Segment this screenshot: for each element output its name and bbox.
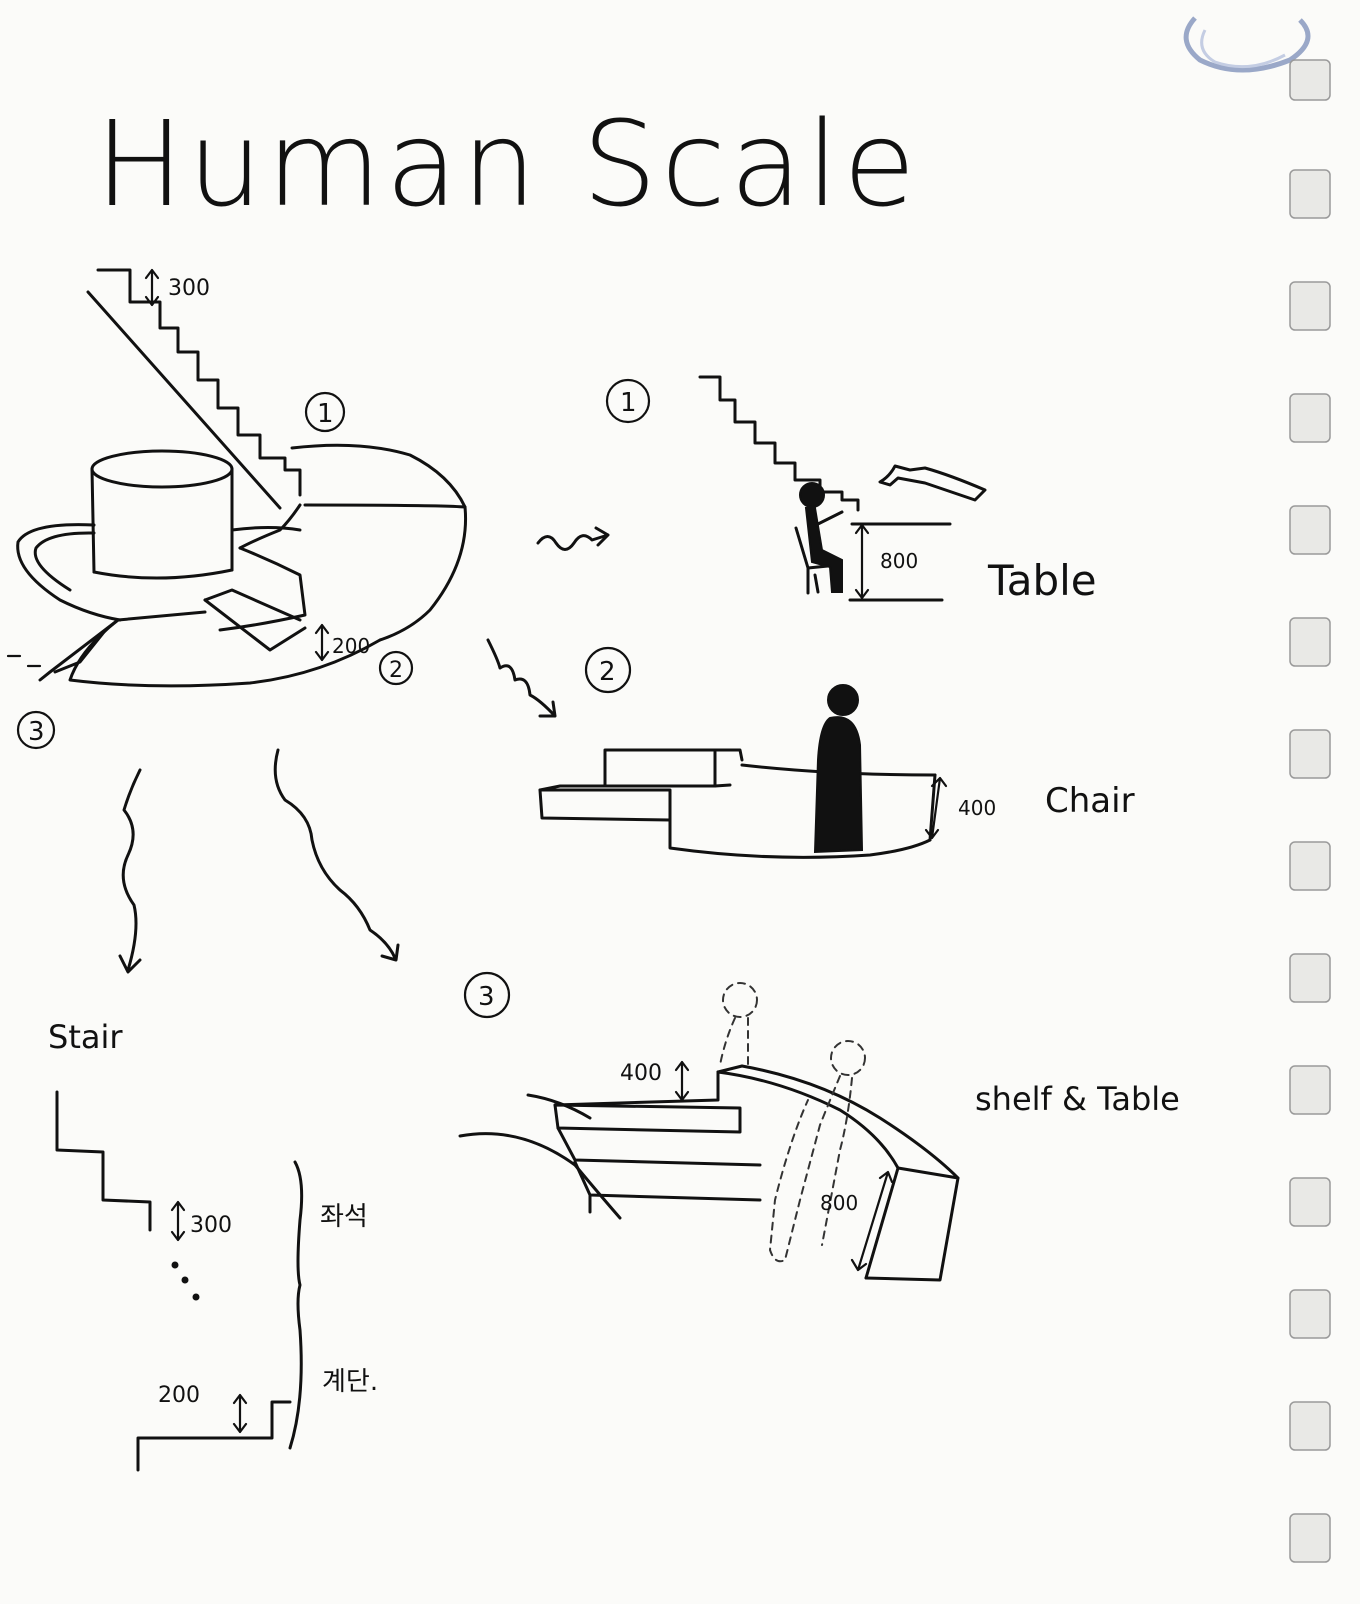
detail-2-label: Chair (1045, 781, 1135, 821)
svg-text:1: 1 (620, 388, 637, 418)
svg-text:1: 1 (317, 399, 334, 429)
detail-2-dimension: 400 (958, 796, 996, 820)
stair-detail: Stair 300 200 좌석 계단. (48, 1018, 378, 1472)
overview-marker-1: 1 (304, 391, 346, 433)
dashed-figure-left (719, 982, 758, 1066)
svg-text:2: 2 (599, 657, 616, 687)
detail-3-label: shelf & Table (975, 1080, 1180, 1118)
stair-label: Stair (48, 1018, 123, 1056)
cylinder-volume (90, 449, 234, 580)
stair-dim-high: 300 (190, 1213, 232, 1238)
ellipsis-dots (171, 1261, 200, 1301)
stair-note-low: 계단. (322, 1367, 378, 1397)
seated-figure (794, 482, 844, 595)
svg-text:3: 3 (28, 717, 45, 747)
detail-3-dimension-a: 400 (620, 1061, 662, 1086)
overview-dim-bottom: 200 (332, 634, 370, 658)
detail-1-marker: 1 (605, 378, 651, 424)
dome-volume (238, 443, 468, 642)
stair-dim-low: 200 (158, 1383, 200, 1408)
detail-chair: 2 400 Chair (538, 646, 1135, 859)
svg-text:2: 2 (389, 658, 403, 683)
detail-shelf-table: 3 400 800 shelf & Table (458, 971, 1180, 1282)
overview-marker-3: 3 (16, 710, 56, 750)
dashed-figure-right (768, 1040, 866, 1263)
detail-table: 1 800 Table (605, 375, 1097, 605)
svg-text:3: 3 (478, 982, 495, 1012)
spiral-binding (1183, 16, 1331, 1563)
detail-3-dimension-b: 800 (820, 1191, 858, 1215)
squiggle-arrows (118, 526, 610, 974)
page-title: Human Scale (95, 95, 920, 233)
dim-arrow-300 (144, 268, 160, 307)
overview-marker-2: 2 (378, 650, 414, 686)
stair-note-high: 좌석 (320, 1202, 368, 1232)
detail-1-dimension: 800 (880, 549, 918, 573)
overview-sketch: 300 200 (6, 268, 468, 750)
detail-3-marker: 3 (463, 971, 511, 1019)
dim-arrow-200 (314, 623, 330, 662)
standing-figure (813, 684, 864, 854)
detail-2-marker: 2 (584, 646, 632, 694)
overview-dim-top: 300 (168, 276, 210, 301)
detail-1-label: Table (987, 556, 1097, 605)
